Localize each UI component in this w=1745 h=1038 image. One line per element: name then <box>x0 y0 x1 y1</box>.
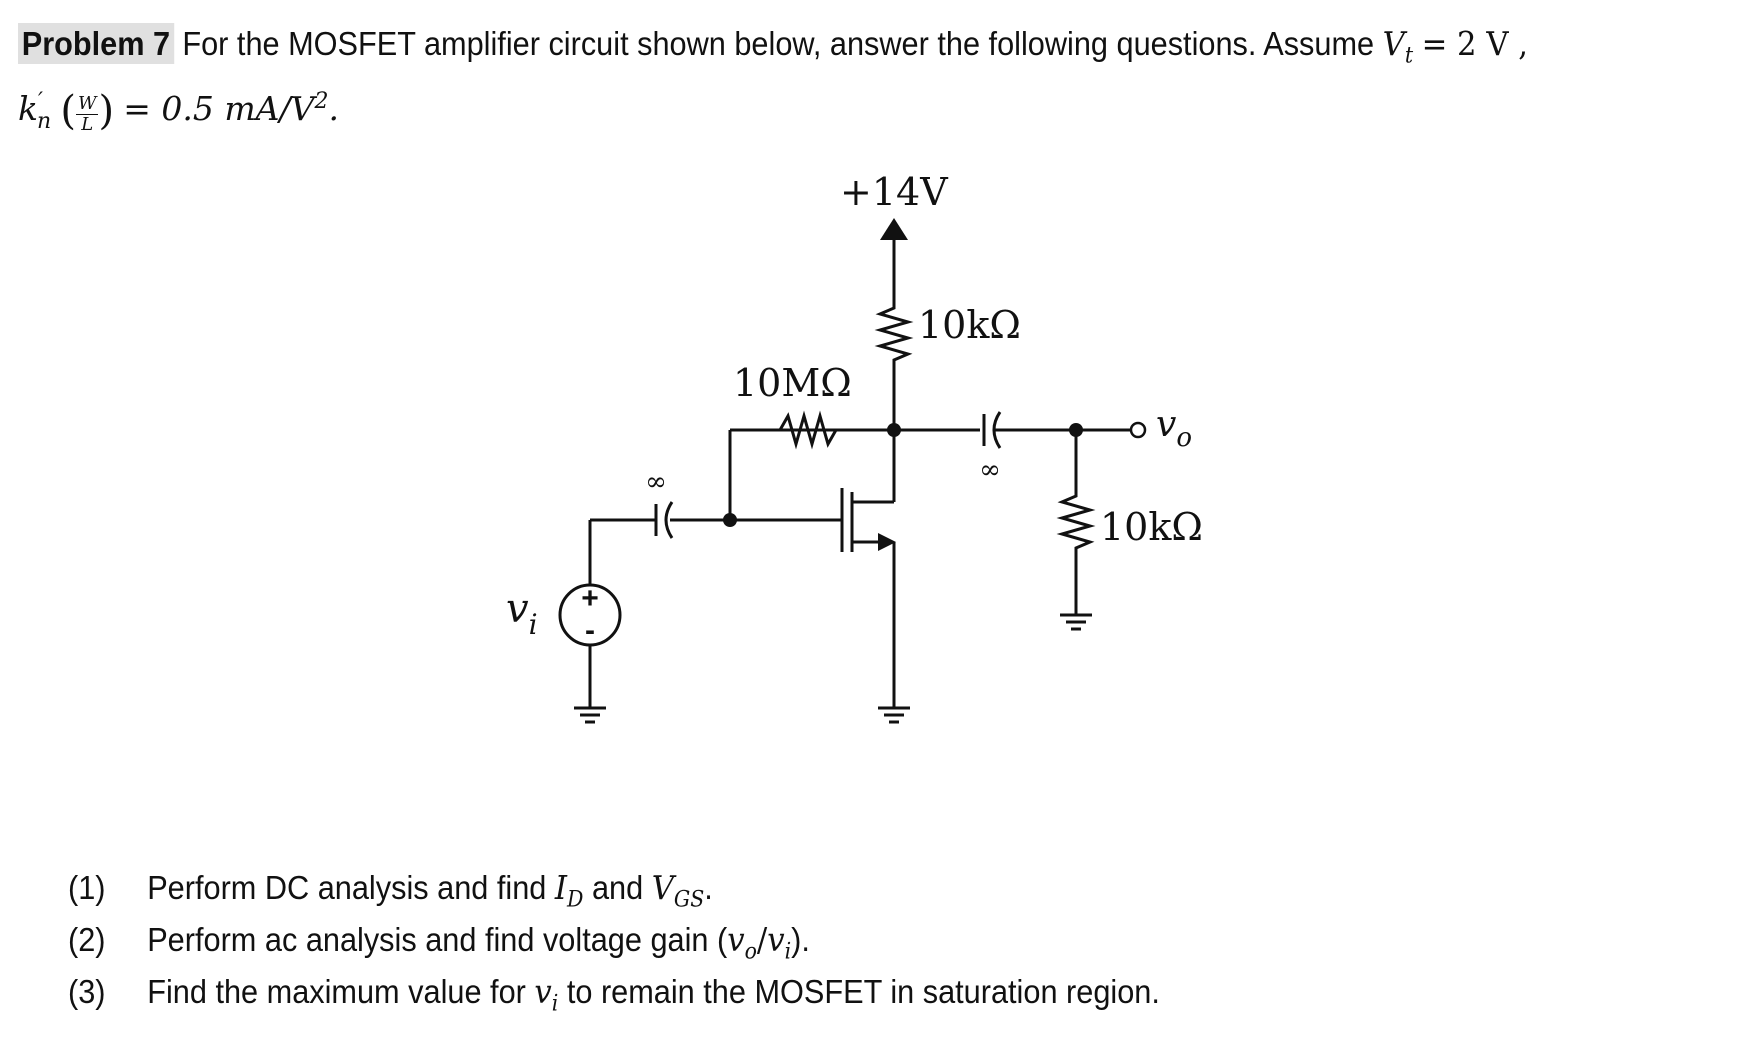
question-number: (2) <box>68 921 106 958</box>
mosfet-arrow-icon <box>878 533 896 551</box>
question-text: Perform DC analysis and find ID and VGS. <box>147 868 713 913</box>
feedback-resistor-label: 10MΩ <box>733 361 852 405</box>
list-item: (2) Perform ac analysis and find voltage… <box>68 920 1160 972</box>
question-number: (1) <box>68 869 106 906</box>
drain-resistor-label: 10kΩ <box>918 303 1021 347</box>
question-text: Perform ac analysis and find voltage gai… <box>147 920 810 965</box>
question-number: (3) <box>68 973 106 1010</box>
vt-value: = 2 V , <box>1421 24 1529 63</box>
cin-label: ∞ <box>645 467 667 497</box>
problem-label: Problem 7 <box>18 23 174 64</box>
gate-node-dot <box>723 513 737 527</box>
list-item: (3) Find the maximum value for vi to rem… <box>68 972 1160 1024</box>
supply-arrow-icon <box>880 218 908 240</box>
load-resistor-label: 10kΩ <box>1100 505 1203 549</box>
vo-label: vo <box>1156 404 1192 453</box>
feedback-resistor <box>730 410 894 450</box>
output-terminal <box>1129 421 1147 439</box>
problem-text: For the MOSFET amplifier circuit shown b… <box>182 25 1375 62</box>
drain-resistor <box>874 300 914 430</box>
vi-label: vi <box>506 586 538 641</box>
output-node-dot <box>1069 423 1083 437</box>
question-list: (1) Perform DC analysis and find ID and … <box>68 868 1242 1024</box>
kn-value: = 0.5 mA/V2. <box>123 88 339 128</box>
cout-label: ∞ <box>979 455 1001 485</box>
problem-statement: Problem 7 For the MOSFET amplifier circu… <box>18 23 1529 69</box>
vt-symbol: Vt <box>1382 24 1414 69</box>
drain-node-dot <box>887 423 901 437</box>
supply-label: +14V <box>840 170 948 214</box>
question-text: Find the maximum value for vi to remain … <box>147 972 1160 1017</box>
vi-minus-sign: - <box>585 614 595 647</box>
list-item: (1) Perform DC analysis and find ID and … <box>68 868 1160 920</box>
cin-plate-b <box>664 501 674 539</box>
vi-plus-sign: + <box>581 582 599 615</box>
kn-symbol: k′n <box>18 88 52 134</box>
load-resistor <box>1056 488 1096 615</box>
